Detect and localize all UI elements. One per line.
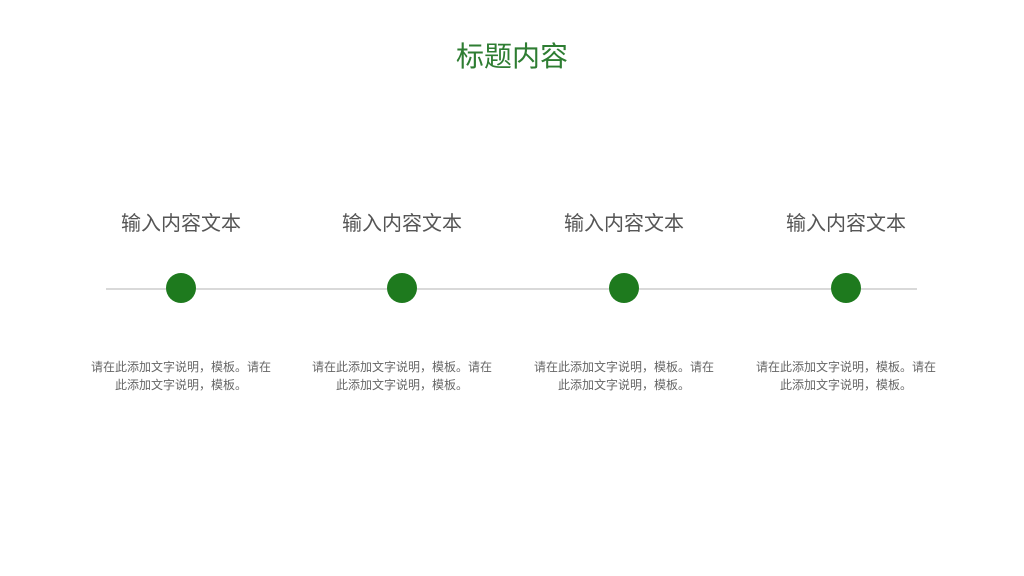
timeline-dot <box>609 273 639 303</box>
timeline-dot <box>166 273 196 303</box>
timeline-step-4: 输入内容文本 请在此添加文字说明，模板。请在此添加文字说明，模板。 <box>746 0 946 576</box>
timeline-step-1: 输入内容文本 请在此添加文字说明，模板。请在此添加文字说明，模板。 <box>81 0 281 576</box>
timeline-dot <box>387 273 417 303</box>
step-heading: 输入内容文本 <box>121 211 241 235</box>
slide-title: 标题内容 <box>455 40 568 73</box>
step-description: 请在此添加文字说明，模板。请在此添加文字说明，模板。 <box>90 360 271 392</box>
step-heading: 输入内容文本 <box>342 211 462 235</box>
step-heading: 输入内容文本 <box>786 211 906 235</box>
step-description: 请在此添加文字说明，模板。请在此添加文字说明，模板。 <box>311 360 492 392</box>
timeline-step-3: 输入内容文本 请在此添加文字说明，模板。请在此添加文字说明，模板。 <box>524 0 724 576</box>
timeline-dot <box>831 273 861 303</box>
timeline-step-2: 输入内容文本 请在此添加文字说明，模板。请在此添加文字说明，模板。 <box>302 0 502 576</box>
timeline-line <box>106 288 917 290</box>
step-description: 请在此添加文字说明，模板。请在此添加文字说明，模板。 <box>755 360 936 392</box>
step-description: 请在此添加文字说明，模板。请在此添加文字说明，模板。 <box>533 360 714 392</box>
step-heading: 输入内容文本 <box>564 211 684 235</box>
